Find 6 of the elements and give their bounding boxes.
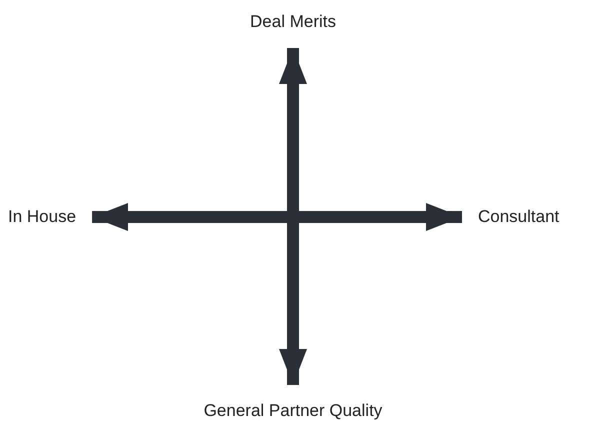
axis-label: Deal Merits [250, 12, 336, 32]
axis-label: In House [8, 207, 76, 227]
double-arrow [279, 48, 307, 385]
double-arrow [92, 203, 462, 231]
axis-label: General Partner Quality [204, 401, 382, 421]
axis-label: Consultant [478, 207, 560, 227]
